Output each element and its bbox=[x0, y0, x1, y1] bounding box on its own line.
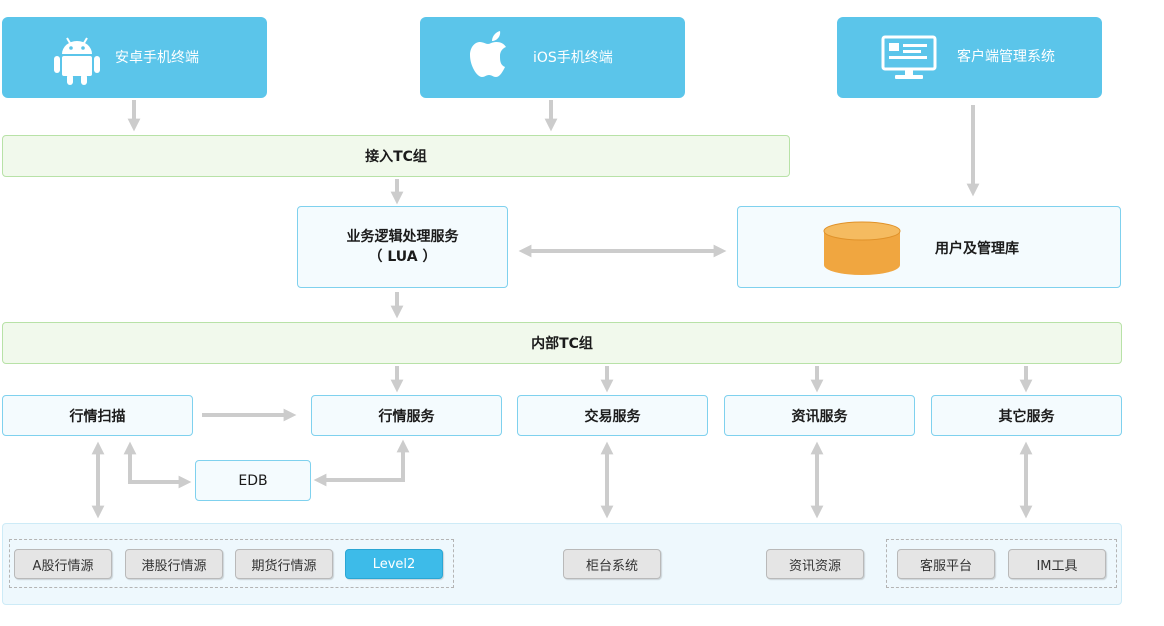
customer-service-platform: 客服平台 bbox=[897, 549, 995, 579]
a-share-source: A股行情源 bbox=[14, 549, 112, 579]
internal-tc-group: 内部TC组 bbox=[2, 322, 1122, 364]
news-resource-source: 资讯资源 bbox=[766, 549, 864, 579]
android-client-box: 安卓手机终端 bbox=[2, 17, 267, 98]
logic-service-title: 业务逻辑处理服务 bbox=[346, 229, 459, 245]
quote-service-label: 行情服务 bbox=[378, 408, 435, 425]
im-tool-label: IM工具 bbox=[1036, 558, 1078, 574]
hk-share-source-label: 港股行情源 bbox=[141, 558, 207, 574]
im-tool: IM工具 bbox=[1008, 549, 1106, 579]
business-logic-service: 业务逻辑处理服务 （ LUA ） bbox=[297, 206, 508, 288]
quote-service-box: 行情服务 bbox=[311, 395, 502, 436]
edb-label: EDB bbox=[238, 472, 268, 489]
quote-scan-label: 行情扫描 bbox=[69, 408, 126, 425]
quote-sources-group bbox=[9, 539, 454, 588]
level2-source-label: Level2 bbox=[372, 556, 416, 572]
news-service-box: 资讯服务 bbox=[724, 395, 915, 436]
ios-client-box: iOS手机终端 bbox=[420, 17, 685, 98]
ios-client-label: iOS手机终端 bbox=[533, 50, 613, 66]
android-client-label: 安卓手机终端 bbox=[115, 50, 199, 66]
a-share-source-label: A股行情源 bbox=[32, 558, 94, 574]
logic-service-subtitle: （ LUA ） bbox=[368, 249, 437, 265]
edb-box: EDB bbox=[195, 460, 311, 501]
news-service-label: 资讯服务 bbox=[791, 408, 848, 425]
news-resource-label: 资讯资源 bbox=[788, 558, 841, 574]
futures-source-label: 期货行情源 bbox=[251, 558, 317, 574]
other-service-box: 其它服务 bbox=[931, 395, 1122, 436]
quote-scan-box: 行情扫描 bbox=[2, 395, 193, 436]
client-management-box: 客户端管理系统 bbox=[837, 17, 1102, 98]
arrow-edb-to-quote bbox=[313, 439, 410, 487]
trade-service-box: 交易服务 bbox=[517, 395, 708, 436]
support-tools-group bbox=[886, 539, 1117, 588]
arrow-scan-to-edb bbox=[123, 441, 192, 489]
trade-service-label: 交易服务 bbox=[584, 408, 641, 425]
other-service-label: 其它服务 bbox=[998, 408, 1055, 425]
hk-share-source: 港股行情源 bbox=[125, 549, 223, 579]
internal-tc-group-label: 内部TC组 bbox=[531, 336, 593, 352]
level2-source: Level2 bbox=[345, 549, 443, 579]
futures-source: 期货行情源 bbox=[235, 549, 333, 579]
android-icon bbox=[52, 34, 102, 90]
access-tc-group: 接入TC组 bbox=[2, 135, 790, 177]
desktop-monitor-icon bbox=[881, 35, 937, 85]
counter-system-source: 柜台系统 bbox=[563, 549, 661, 579]
user-database-label: 用户及管理库 bbox=[935, 241, 1019, 257]
client-management-label: 客户端管理系统 bbox=[957, 49, 1055, 65]
database-icon bbox=[822, 221, 902, 281]
access-tc-group-label: 接入TC组 bbox=[365, 149, 427, 165]
customer-service-label: 客服平台 bbox=[919, 558, 972, 574]
apple-icon bbox=[470, 29, 514, 85]
user-database-box: 用户及管理库 bbox=[737, 206, 1121, 288]
counter-system-label: 柜台系统 bbox=[585, 558, 638, 574]
